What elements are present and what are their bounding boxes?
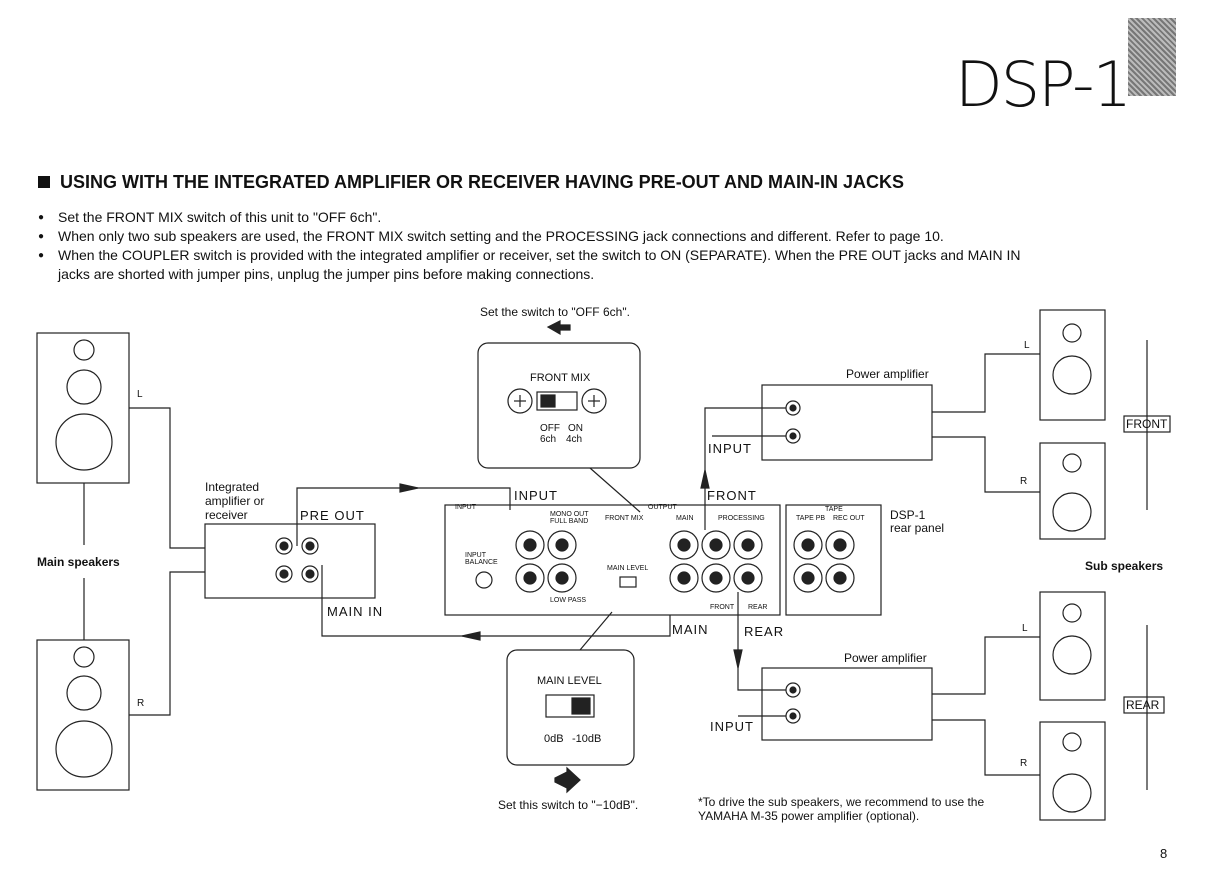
input-front-amp-label: INPUT bbox=[708, 441, 752, 456]
sub-speaker-front-l bbox=[1039, 309, 1106, 421]
panel-main: MAIN bbox=[676, 515, 694, 522]
front-mix-title: FRONT MIX bbox=[530, 372, 591, 384]
panel-tape: TAPE bbox=[825, 506, 843, 513]
input-top-label: INPUT bbox=[514, 488, 558, 503]
brand-tab bbox=[1128, 18, 1176, 96]
sub-speaker-rear-l bbox=[1039, 591, 1106, 701]
front-power-amplifier bbox=[761, 384, 933, 461]
rear-tag: REAR bbox=[1126, 698, 1160, 712]
integrated-label: Integrated amplifier or receiver bbox=[205, 480, 265, 522]
bullet-item: When the COUPLER switch is provided with… bbox=[38, 246, 1038, 284]
front-mix-instruction: Set the switch to "OFF 6ch". bbox=[480, 305, 630, 319]
main-speakers-label: Main speakers bbox=[37, 555, 120, 569]
power-amp-front-label: Power amplifier bbox=[846, 367, 929, 381]
panel-rec-out: REC OUT bbox=[833, 515, 865, 522]
sub-speaker-rear-r bbox=[1039, 721, 1106, 821]
page-number: 8 bbox=[1160, 846, 1168, 861]
rear-power-amplifier bbox=[761, 667, 933, 741]
panel-main-level: MAIN LEVEL bbox=[607, 565, 649, 572]
main-label: MAIN bbox=[672, 622, 709, 637]
front-mix-opt2b: 4ch bbox=[566, 434, 583, 445]
channel-l-main: L bbox=[137, 389, 143, 400]
main-in-label: MAIN IN bbox=[327, 604, 384, 619]
front-label: FRONT bbox=[707, 488, 757, 503]
main-speaker-right bbox=[36, 639, 130, 791]
channel-l-front: L bbox=[1024, 340, 1030, 351]
input-rear-amp-label: INPUT bbox=[710, 719, 754, 734]
panel-full-band: FULL BAND bbox=[550, 518, 589, 525]
main-level-callout bbox=[506, 649, 635, 766]
panel-input-balance: INPUT BALANCE bbox=[465, 552, 498, 566]
bullet-item: When only two sub speakers are used, the… bbox=[38, 227, 1038, 246]
front-mix-callout bbox=[477, 342, 641, 469]
bullet-list: Set the FRONT MIX switch of this unit to… bbox=[38, 208, 1038, 284]
dsp-panel-label: DSP-1 bbox=[890, 508, 926, 522]
panel-input: INPUT bbox=[455, 504, 476, 511]
power-amp-rear-label: Power amplifier bbox=[844, 651, 927, 665]
heading-text: USING WITH THE INTEGRATED AMPLIFIER OR R… bbox=[60, 172, 905, 192]
sub-speaker-front-r bbox=[1039, 442, 1106, 540]
sub-speakers-label: Sub speakers bbox=[1085, 559, 1164, 573]
dsp1-rear-panel bbox=[444, 504, 882, 616]
dsp-panel-label-2: rear panel bbox=[890, 521, 945, 535]
panel-output: OUTPUT bbox=[648, 504, 677, 511]
rear-label: REAR bbox=[744, 624, 785, 639]
panel-front-mix: FRONT MIX bbox=[605, 515, 644, 522]
main-level-title: MAIN LEVEL bbox=[537, 675, 602, 687]
panel-front-small: FRONT bbox=[710, 604, 735, 611]
main-level-opt1: 0dB bbox=[544, 733, 564, 745]
channel-l-rear: L bbox=[1022, 623, 1028, 634]
main-level-opt2: -10dB bbox=[572, 733, 602, 745]
main-speaker-left bbox=[36, 332, 130, 484]
main-level-instruction: Set this switch to "−10dB". bbox=[498, 798, 639, 812]
panel-processing: PROCESSING bbox=[718, 515, 765, 522]
channel-r-main: R bbox=[137, 698, 145, 709]
heading-square-icon bbox=[38, 176, 50, 188]
footnote: *To drive the sub speakers, we recommend… bbox=[698, 795, 985, 823]
front-tag: FRONT bbox=[1126, 417, 1168, 431]
arrow-right-icon bbox=[554, 766, 581, 794]
panel-mono-out: MONO OUT bbox=[550, 511, 589, 518]
front-mix-opt1b: 6ch bbox=[540, 434, 557, 445]
pre-out-label: PRE OUT bbox=[300, 508, 365, 523]
channel-r-rear: R bbox=[1020, 758, 1028, 769]
panel-rear-small: REAR bbox=[748, 604, 768, 611]
panel-tape-pb: TAPE PB bbox=[796, 515, 826, 522]
section-heading: USING WITH THE INTEGRATED AMPLIFIER OR R… bbox=[38, 172, 904, 193]
front-mix-opt1: OFF bbox=[540, 423, 560, 434]
integrated-amplifier bbox=[204, 523, 376, 599]
channel-r-front: R bbox=[1020, 476, 1028, 487]
front-mix-opt2: ON bbox=[568, 423, 583, 434]
brand-title: DSP-1 bbox=[955, 48, 1132, 121]
panel-low-pass: LOW PASS bbox=[550, 597, 587, 604]
arrow-left-icon bbox=[546, 320, 571, 336]
bullet-item: Set the FRONT MIX switch of this unit to… bbox=[38, 208, 1038, 227]
